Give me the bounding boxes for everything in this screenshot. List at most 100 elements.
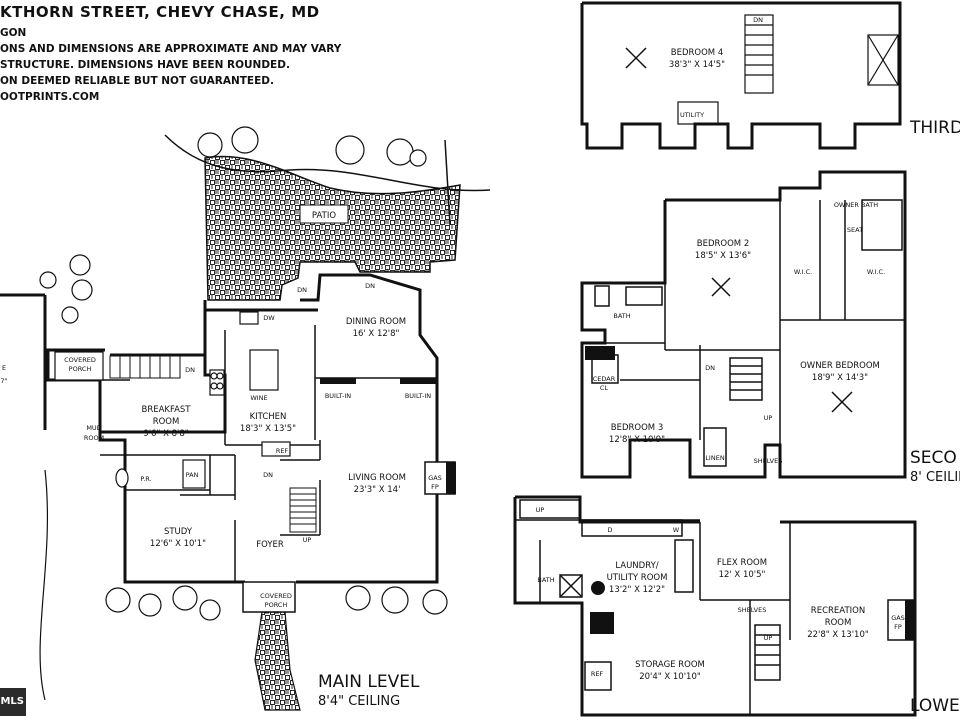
pantry-label: PAN	[186, 471, 199, 479]
dryer-label: D	[607, 526, 612, 534]
study-dim: 12'6" X 10'1"	[150, 539, 206, 549]
fireplace-label: FP	[894, 623, 902, 631]
main-level-ceiling: 8'4" CEILING	[318, 694, 401, 709]
side-room-label: 7"	[0, 377, 7, 385]
laundry-dim: 13'2" X 12'2"	[609, 585, 665, 595]
fireplace-hearth	[905, 600, 915, 640]
living-room-label: LIVING ROOM	[348, 473, 406, 483]
owner-bath-label: OWNER BATH	[834, 201, 878, 209]
dn-label: DN	[185, 366, 195, 374]
main-level: PATIO DINING ROOM 16' X 12'8" KITCHEN 18…	[0, 126, 491, 711]
dining-room-label: DINING ROOM	[346, 317, 406, 327]
kitchen-label: KITCHEN	[250, 412, 287, 422]
bedroom2-dim: 18'5" X 13'6"	[695, 251, 751, 261]
patio-area	[204, 155, 461, 301]
third-level: BEDROOM 4 38'3" X 14'5" UTILITY DN	[580, 1, 902, 150]
fireplace-label: GAS	[428, 474, 442, 482]
bath-label: BATH	[537, 576, 554, 584]
website-link[interactable]: OOTPRINTS.COM	[0, 91, 100, 103]
up-label: UP	[536, 506, 545, 514]
mud-room-label: MUD	[86, 424, 101, 432]
ref-label: REF	[591, 670, 604, 678]
patio-label-box	[299, 204, 349, 224]
cedar-label: CL	[600, 384, 609, 392]
third-level-title: THIRD	[910, 118, 960, 138]
porch-label: COVERED	[64, 356, 96, 364]
disclaimer-line: ON DEEMED RELIABLE BUT NOT GUARANTEED.	[0, 75, 274, 87]
garden-wall	[444, 139, 451, 226]
wic-label: W.I.C.	[794, 268, 812, 276]
storage-label: STORAGE ROOM	[635, 660, 705, 670]
dining-room-dim: 16' X 12'8"	[353, 329, 400, 339]
recreation-dim: 22'8" X 13'10"	[807, 630, 869, 640]
wine-label: WINE	[250, 394, 267, 402]
lower-level-title: LOWE	[910, 696, 960, 716]
living-room-dim: 23'3" X 14'	[354, 485, 401, 495]
recreation-label: ROOM	[825, 618, 852, 628]
shrubs	[39, 126, 448, 621]
bedroom4-dim: 38'3" X 14'5"	[669, 60, 725, 70]
fireplace-hearth	[446, 462, 456, 494]
porch-label: PORCH	[69, 365, 92, 373]
up-label: UP	[764, 634, 773, 642]
disclaimer-line: ONS AND DIMENSIONS ARE APPROXIMATE AND M…	[0, 43, 342, 55]
up-label: UP	[764, 414, 773, 422]
up-label: UP	[303, 536, 312, 544]
dn-label: DN	[263, 471, 273, 479]
foyer-label: FOYER	[256, 540, 284, 550]
utility-equipment	[590, 612, 614, 634]
lower-level: LAUNDRY/ UTILITY ROOM 13'2" X 12'2" FLEX…	[513, 495, 917, 717]
side-porch	[54, 351, 104, 381]
ceiling-fan-icon	[625, 47, 647, 69]
utility-label: UTILITY	[680, 111, 704, 119]
cedar-label: CEDAR	[593, 375, 616, 383]
breakfast-label: BREAKFAST	[141, 405, 191, 415]
breakfast-dim: 9'6" X 8'8"	[143, 429, 188, 439]
mls-badge: MLS	[0, 688, 26, 716]
cedar-closet	[585, 346, 615, 360]
owner-bedroom-dim: 18'9" X 14'3"	[812, 373, 868, 383]
built-in-label: BUILT-IN	[405, 392, 431, 400]
flex-room-dim: 12' X 10'5"	[719, 570, 766, 580]
built-in-cabinet	[320, 378, 356, 384]
main-stairs	[109, 355, 317, 533]
storage-dim: 20'4" X 10'10"	[639, 672, 701, 682]
kitchen-fixtures	[209, 311, 291, 457]
powder-room-fixtures	[115, 459, 206, 489]
patio-label: PATIO	[312, 211, 336, 221]
ref-label: REF	[276, 447, 289, 455]
study-label: STUDY	[164, 527, 193, 537]
front-porch	[242, 581, 296, 613]
washer-label: W	[673, 526, 680, 534]
mud-room-label: ROOM	[84, 434, 104, 442]
address-title: KTHORN STREET, CHEVY CHASE, MD	[0, 3, 320, 21]
wic-label: W.I.C.	[867, 268, 885, 276]
shelves-label: SHELVES	[754, 457, 783, 465]
second-level: BEDROOM 2 18'5" X 13'6" OWNER BEDROOM 18…	[580, 170, 907, 479]
dn-label: DN	[753, 16, 763, 24]
main-level-title: MAIN LEVEL	[318, 672, 420, 692]
bath-label: BATH	[613, 312, 630, 320]
front-walkway	[254, 611, 301, 711]
second-level-title: SECO	[910, 448, 957, 468]
water-heater-icon	[591, 581, 605, 595]
side-room-label: E	[2, 364, 6, 372]
driveway-edge	[39, 469, 49, 701]
garden-wall	[164, 134, 491, 192]
porch-label: COVERED	[260, 592, 292, 600]
flex-room-label: FLEX ROOM	[717, 558, 767, 568]
kitchen-dim: 18'3" X 13'5"	[240, 424, 296, 434]
bedroom3-label: BEDROOM 3	[611, 423, 663, 433]
powder-room-label: P.R.	[140, 475, 151, 483]
porch-label: PORCH	[265, 601, 288, 609]
bedroom4-label: BEDROOM 4	[671, 48, 723, 58]
bedroom2-label: BEDROOM 2	[697, 239, 749, 249]
seat-label: SEAT	[847, 226, 863, 234]
ceiling-fan-icon	[711, 277, 853, 413]
dn-label: DN	[365, 282, 375, 290]
disclaimer-line: GON	[0, 27, 27, 39]
shelves-label: SHELVES	[738, 606, 767, 614]
dn-label: DN	[705, 364, 715, 372]
disclaimer-line: STRUCTURE. DIMENSIONS HAVE BEEN ROUNDED.	[0, 59, 290, 71]
